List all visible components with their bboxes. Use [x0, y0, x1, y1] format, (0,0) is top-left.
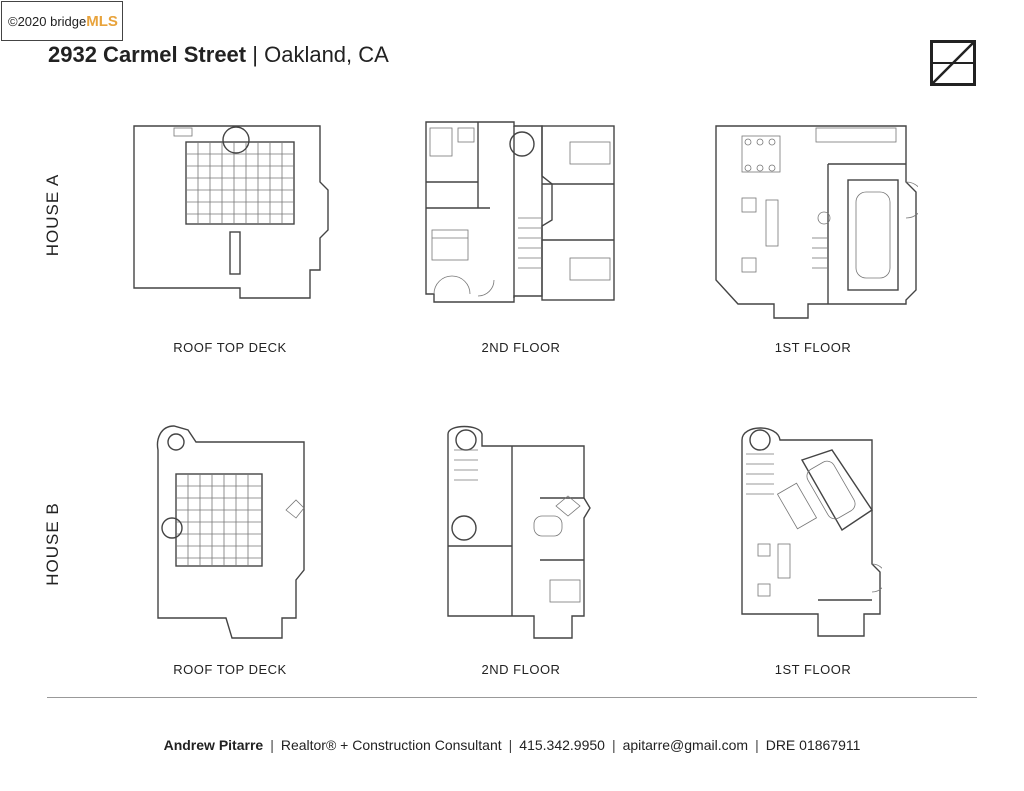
slash-square-logo — [930, 40, 976, 86]
contact-footer: Andrew Pitarre | Realtor® + Construction C… — [0, 737, 1024, 753]
footer-separator: | — [508, 737, 513, 753]
house-a-first-floor-label: 1ST FLOOR — [774, 340, 852, 355]
house-a-roof-plan — [133, 125, 329, 299]
house-b-label: HOUSE B — [43, 502, 62, 586]
footer-separator: | — [270, 737, 274, 753]
address: 2932 Carmel Street — [48, 42, 247, 67]
agent-email[interactable]: apitarre@gmail.com — [622, 737, 749, 753]
agent-name: Andrew Pitarre — [163, 737, 264, 753]
house-b-second-floor-plan — [447, 425, 591, 639]
page-title: 2932 Carmel Street | Oakland, CA — [48, 42, 389, 68]
house-a-second-floor-plan — [425, 121, 615, 303]
footer-divider — [47, 697, 977, 698]
city: Oakland, CA — [264, 42, 389, 67]
house-a-label: HOUSE A — [43, 173, 62, 257]
house-a-second-floor-label: 2ND FLOOR — [481, 340, 561, 355]
house-b-second-floor-label: 2ND FLOOR — [481, 662, 561, 677]
house-a-roof-label: ROOF TOP DECK — [173, 340, 287, 355]
house-a-first-floor-plan — [715, 125, 918, 319]
agent-title: Realtor® + Construction Consultant — [280, 737, 502, 753]
house-b-roof-plan — [156, 425, 305, 639]
footer-separator: | — [755, 737, 759, 753]
house-b-roof-label: ROOF TOP DECK — [173, 662, 287, 677]
agent-phone[interactable]: 415.342.9950 — [519, 737, 605, 753]
house-b-first-floor-label: 1ST FLOOR — [774, 662, 852, 677]
footer-separator: | — [611, 737, 616, 753]
watermark-brand: MLS — [86, 12, 118, 30]
title-separator: | — [252, 42, 258, 67]
agent-license: DRE 01867911 — [765, 737, 861, 753]
house-b-first-floor-plan — [741, 427, 882, 637]
watermark-copyright: ©2020 bridge — [8, 13, 87, 29]
